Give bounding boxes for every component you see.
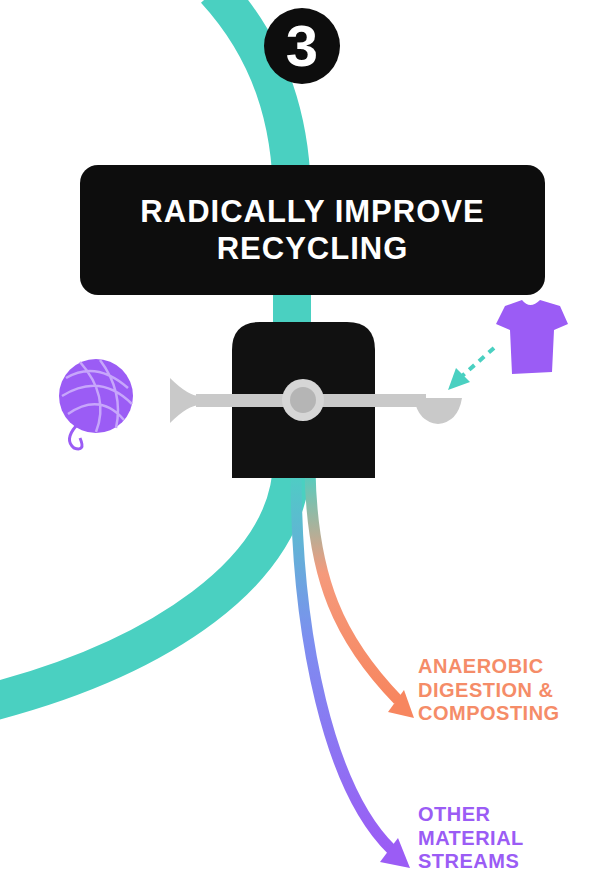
arrow-head (380, 838, 410, 868)
arrow-head (448, 368, 470, 390)
yarn-nozzle (170, 378, 200, 423)
output-arrow (296, 470, 392, 850)
machine-knob-center (290, 387, 316, 413)
output-label: ANAEROBIC DIGESTION & COMPOSTING (418, 655, 604, 726)
output-arrow (310, 470, 398, 700)
arrow-head (388, 690, 414, 718)
step-number-circle: 3 (264, 8, 340, 84)
t-shirt (496, 300, 568, 374)
dashed-arrow (462, 348, 494, 376)
step-title-box: RADICALLY IMPROVE RECYCLING (80, 165, 545, 295)
step-title: RADICALLY IMPROVE RECYCLING (102, 193, 523, 267)
machine-knob (282, 379, 324, 421)
input-hopper (414, 398, 462, 424)
output-label: OTHER MATERIAL STREAMS (418, 803, 548, 874)
step-number: 3 (286, 11, 318, 81)
yarn-ball (59, 359, 133, 449)
